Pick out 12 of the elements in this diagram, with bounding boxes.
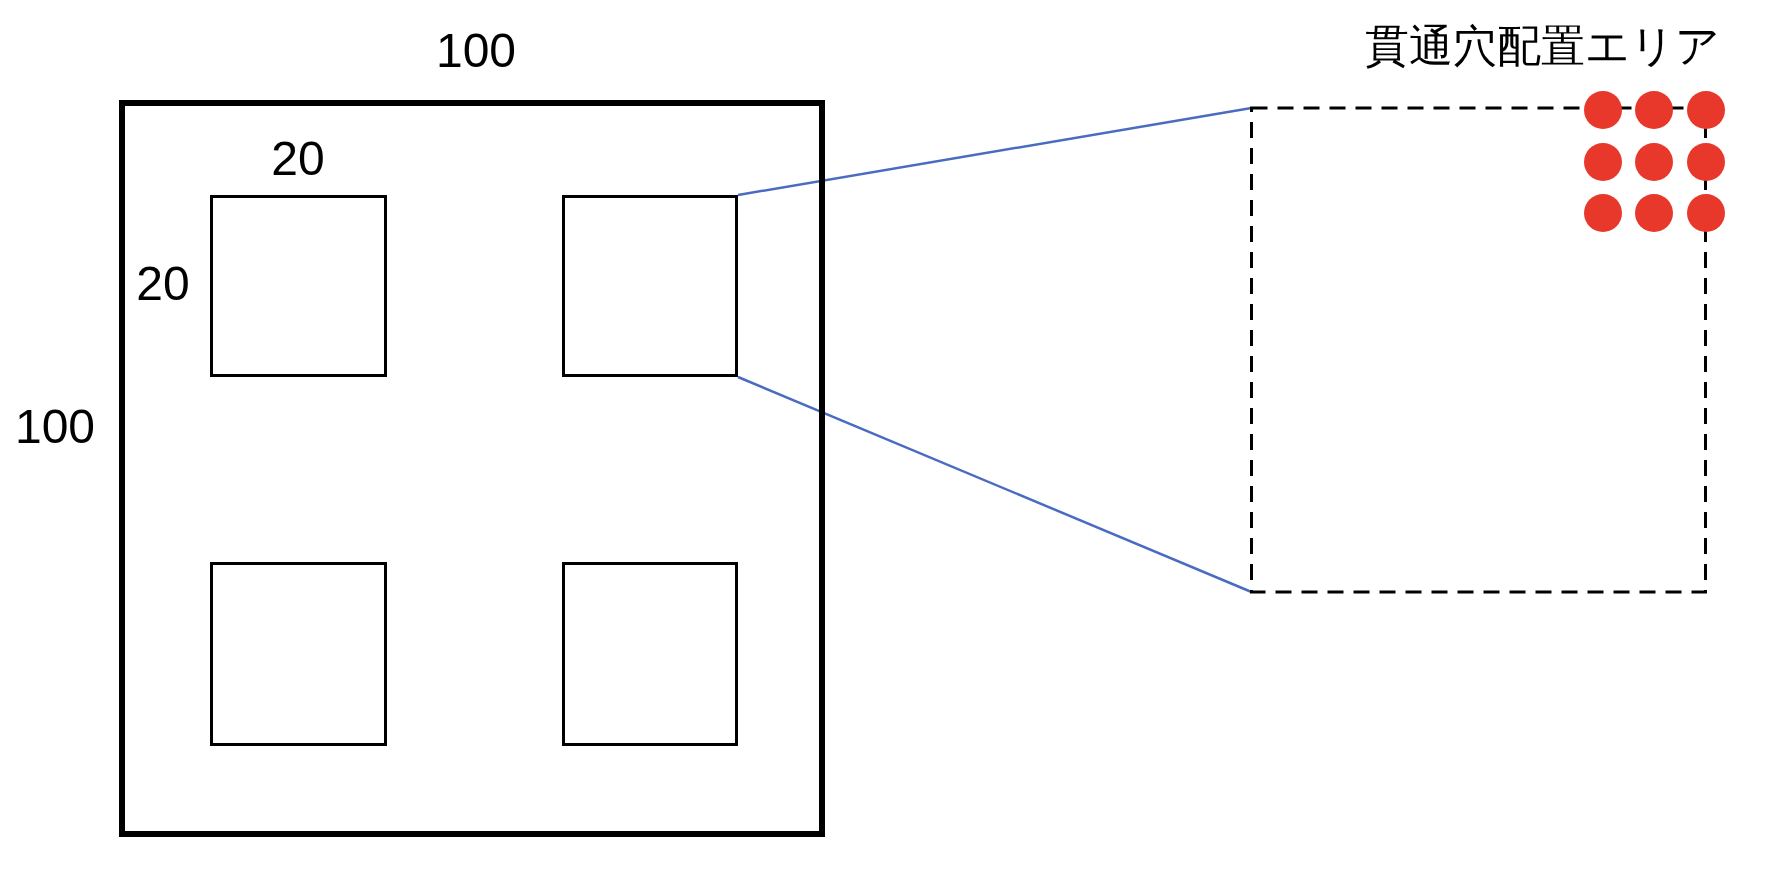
plate-outline — [119, 100, 825, 837]
dimension-label: 20 — [271, 135, 325, 183]
square-opening — [210, 562, 387, 746]
square-opening — [562, 562, 738, 746]
square-opening — [210, 195, 387, 377]
dimension-label: 20 — [136, 260, 190, 308]
zoom-line — [737, 375, 1252, 594]
area-title: 貫通穴配置エリア — [1365, 20, 1720, 72]
dimension-label: 100 — [435, 27, 517, 75]
square-opening — [562, 195, 738, 377]
zoom-line — [737, 106, 1252, 197]
dimension-label: 100 — [14, 403, 96, 451]
